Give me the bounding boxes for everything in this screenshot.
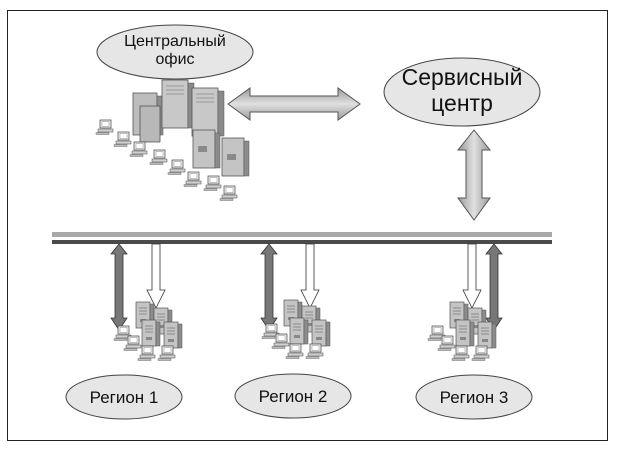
region-2-ellipse [234, 373, 352, 419]
region-3-arrows [462, 243, 503, 331]
network-bus [52, 232, 552, 244]
service-center-ellipse [383, 57, 541, 127]
central-office-label: Центральный офис [124, 33, 226, 69]
region-1-ellipse [65, 374, 183, 420]
central-office-ellipse [96, 24, 254, 80]
region-3-label: Регион 3 [439, 388, 509, 407]
region-1-label: Регион 1 [89, 388, 159, 407]
central-office-servers-icon [95, 79, 250, 201]
service-center-label: Сервисный центр [401, 64, 523, 117]
service-bus-arrow [456, 129, 492, 221]
region-2-arrows [260, 243, 320, 331]
region-1-servers-icon [114, 302, 182, 361]
office-service-arrow [227, 87, 361, 121]
region-3-ellipse [415, 374, 533, 420]
region-2-label: Регион 2 [258, 387, 328, 406]
region-3-servers-icon [428, 302, 496, 361]
